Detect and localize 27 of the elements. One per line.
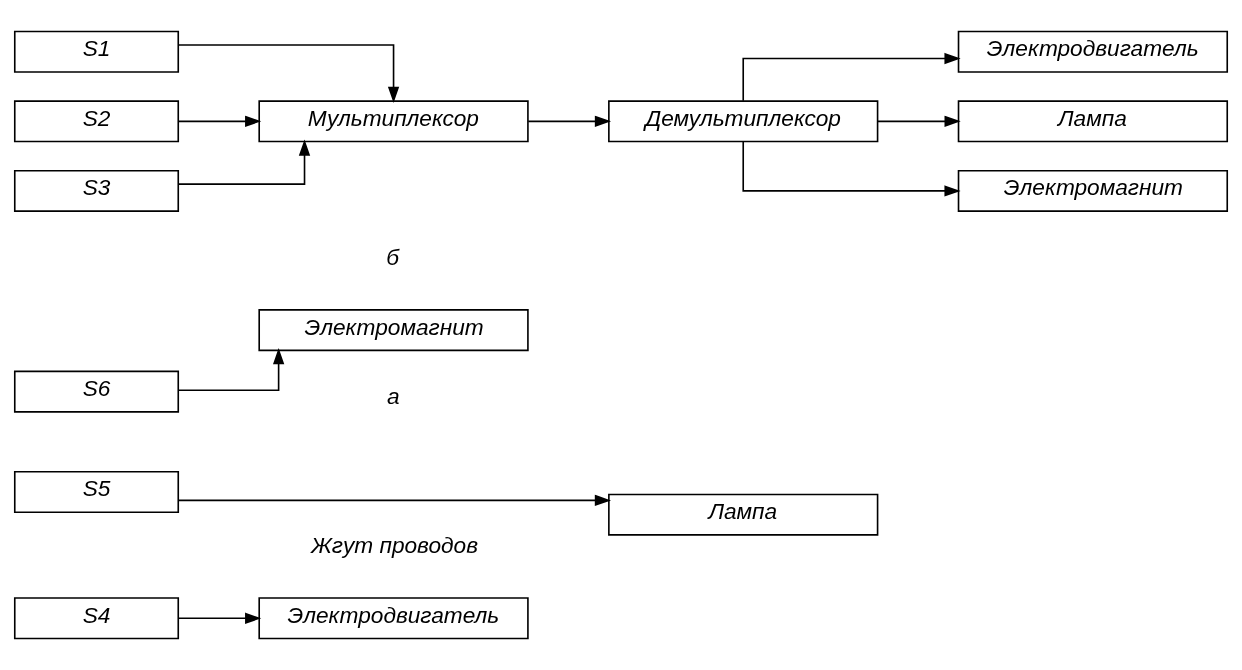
arrow (742, 141, 961, 197)
node-box: S5 (13, 471, 180, 514)
node-box: Мультиплексор (258, 100, 529, 143)
label: а (387, 383, 400, 410)
arrow (177, 348, 285, 392)
arrow (527, 115, 612, 127)
node-box: Электромагнит (258, 309, 529, 352)
node-box: Электромагнит (957, 169, 1229, 212)
label: б (386, 243, 400, 270)
arrow (177, 612, 262, 624)
arrow (742, 52, 961, 102)
node-box: Демультиплексор (608, 100, 879, 143)
node-box: Лампа (608, 493, 879, 536)
node-box: S2 (13, 100, 180, 143)
node-box: S3 (13, 169, 180, 212)
arrow (877, 115, 961, 127)
node-box: S1 (13, 30, 180, 73)
node-box: Лампа (957, 100, 1229, 143)
label: Жгут проводов (311, 532, 478, 559)
node-box: Электродвигатель (957, 30, 1229, 73)
arrow (177, 44, 400, 103)
arrow (177, 494, 612, 507)
arrow (177, 115, 262, 127)
node-box: S4 (13, 597, 180, 640)
arrow (177, 139, 311, 185)
node-box: S6 (13, 370, 180, 413)
node-box: Электродвигатель (258, 597, 529, 640)
